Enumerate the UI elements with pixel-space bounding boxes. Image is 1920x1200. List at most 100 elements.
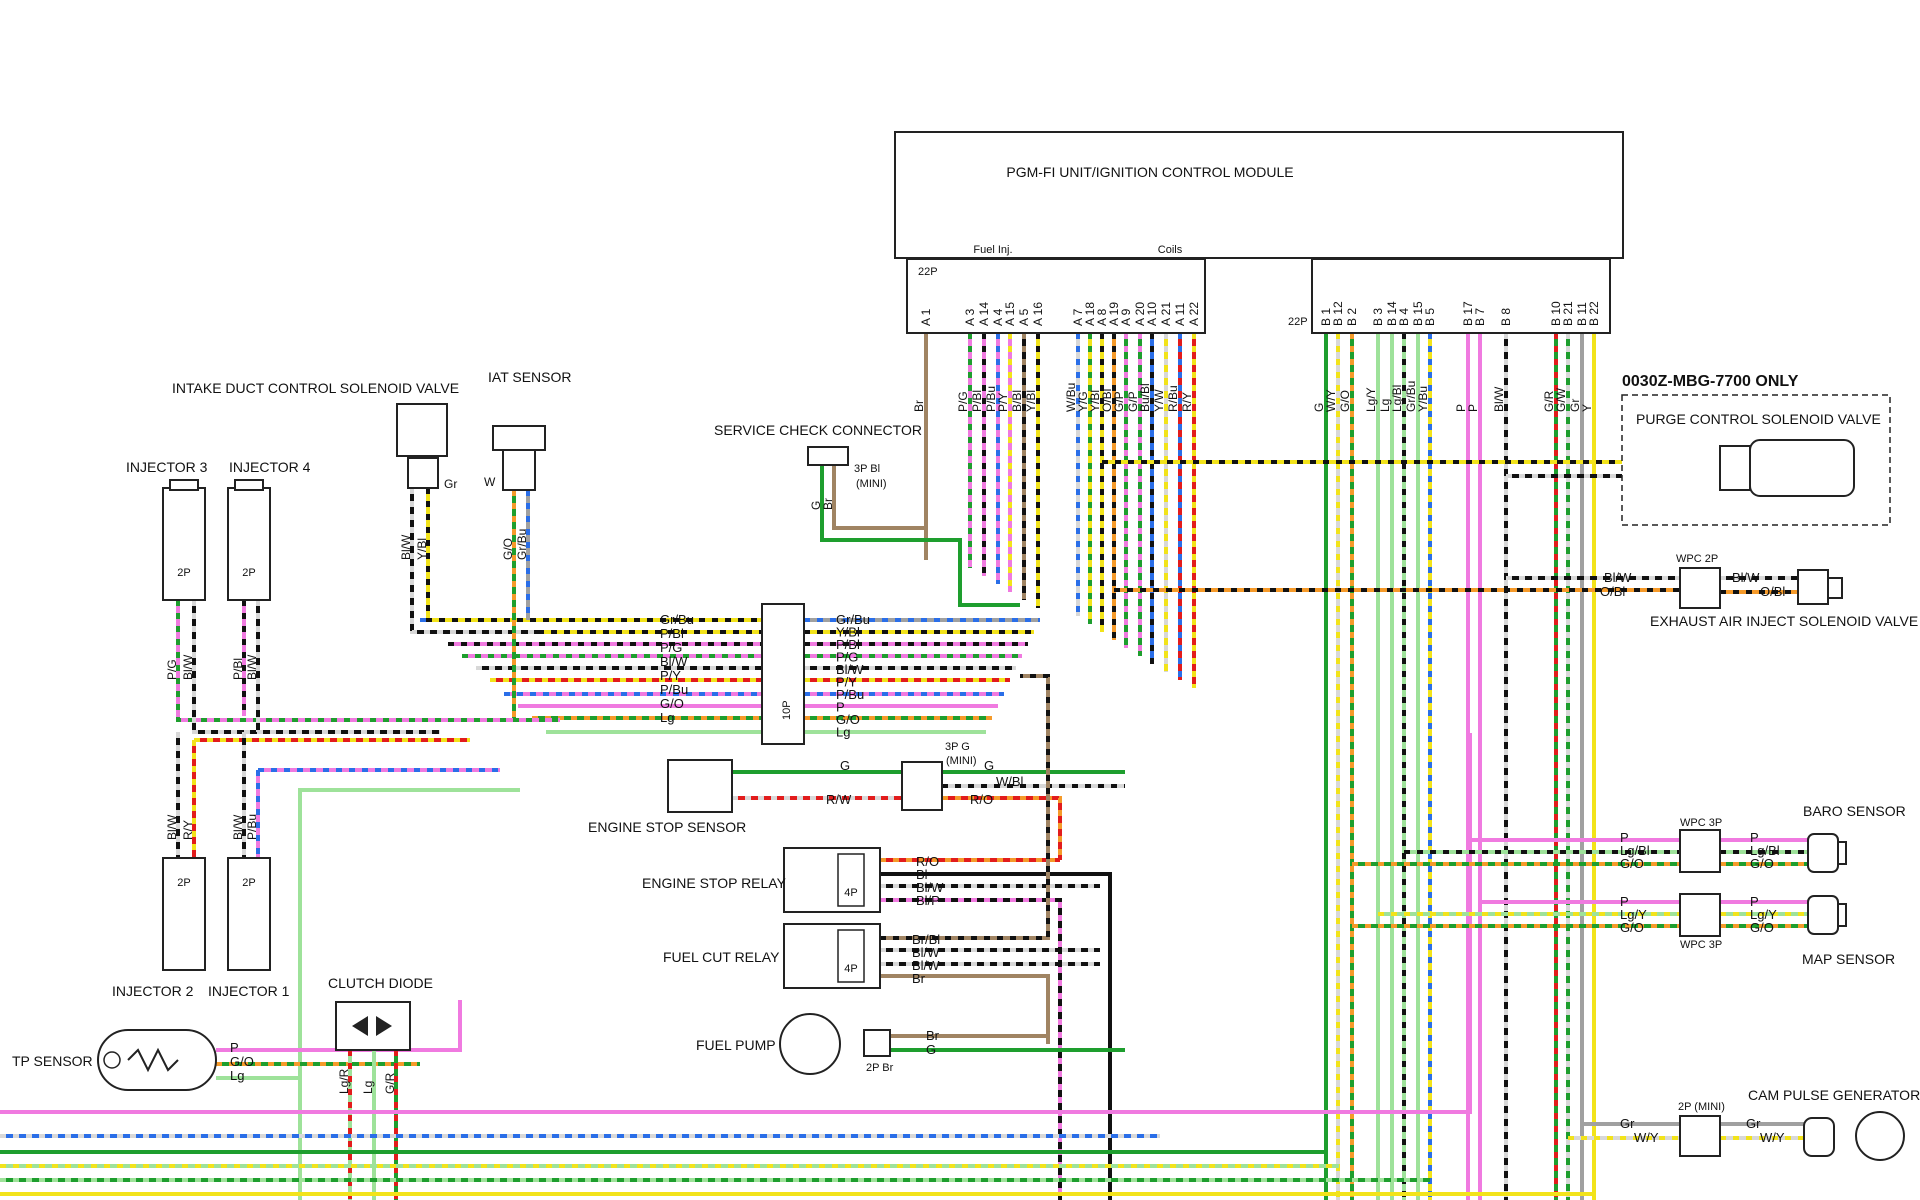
ecm-pin-a: A 11 <box>1173 303 1187 326</box>
bus-right-code: Bl/W <box>836 662 864 677</box>
inj1-wire <box>256 768 500 858</box>
engine-stop-relay: 4P <box>783 847 881 913</box>
ecm-pin-b: B 11 <box>1575 302 1589 326</box>
ecm-pin-a: A 20 <box>1133 302 1147 326</box>
ecm-pin-a: A 14 <box>977 302 991 326</box>
ecm-pin-a: A 9 <box>1119 308 1133 326</box>
purge-valve-label: PURGE CONTROL SOLENOID VALVE <box>1636 411 1881 427</box>
clutch-code: Lg <box>361 1081 375 1094</box>
ecm-a-wire-code: P/Bl <box>970 390 984 412</box>
cam-code: W/Y <box>1760 1130 1785 1145</box>
baro-sensor-label: BARO SENSOR <box>1803 803 1906 819</box>
ecm-pin-b: B 5 <box>1423 308 1437 326</box>
ecm-a-wire-code: G/P <box>1126 391 1140 412</box>
ecm-b-wire-code: P <box>1466 404 1480 412</box>
svc-code: Br <box>821 498 835 510</box>
map-code: Lg/Y <box>1750 907 1777 922</box>
ecm-pin-a: A 22 <box>1187 302 1201 326</box>
ecm-a-wire-code: P/G <box>956 391 970 412</box>
cam-code: Gr <box>1620 1116 1635 1131</box>
ecm-pin-a: A 1 <box>919 308 933 326</box>
baro-code: Lg/Bl <box>1750 843 1780 858</box>
ecm-b-wire-code: G/O <box>1338 390 1352 412</box>
injector-4-conn: 2P <box>242 567 255 579</box>
map-code: Lg/Y <box>1620 907 1647 922</box>
svc-wire <box>832 465 926 530</box>
ecm-b-wire-code: W/Y <box>1324 389 1338 412</box>
junction-10p: 10P <box>761 603 805 745</box>
pump-code: Br <box>926 1028 940 1043</box>
cam-code: Gr <box>1746 1116 1761 1131</box>
fuel-pump-conn: 2P Br <box>866 1062 894 1074</box>
ecm-pin-a: A 5 <box>1017 308 1031 326</box>
ecm-b-wire-code: Lg/Y <box>1364 387 1378 412</box>
relay-wire <box>880 674 1050 940</box>
injector-4: 2P <box>227 479 271 601</box>
bus-left-code: G/O <box>660 696 684 711</box>
ecm-a-wire-code: Br <box>912 400 926 412</box>
cam-pulse-generator: 2P (MINI) <box>1678 1101 1905 1161</box>
iat-code: Gr/Bu <box>515 529 529 560</box>
stop-3p-connector: 3P G (MINI) <box>901 741 977 811</box>
ecm-a-wire-code: P/Y <box>996 393 1010 412</box>
inj-bot-code: R/Y <box>181 820 195 840</box>
injector-3: 2P <box>162 479 206 601</box>
wpc3p-b-label: WPC 3P <box>1680 939 1722 951</box>
clutch-code: Lg/R <box>337 1068 351 1094</box>
ecm-connector-b <box>1311 258 1611 334</box>
service-check-connector: 3P Bl (MINI) <box>807 446 887 490</box>
ecm-a-wire-code: B/Bl <box>1010 390 1024 412</box>
inj3-wire <box>192 600 440 734</box>
iat-sensor <box>492 425 546 491</box>
relay-wire <box>880 974 1050 1044</box>
inj-top-code: P/Bl <box>231 658 245 680</box>
ecm-unit: PGM-FI UNIT/IGNITION CONTROL MODULE Fuel… <box>894 131 1624 334</box>
harness-bottom <box>0 733 1472 1114</box>
bus-left-code: P/Bu <box>660 682 688 697</box>
bus-right-code: P/G <box>836 650 858 665</box>
inj3-wire <box>176 600 560 722</box>
ecm-b-wire-code: Lg/Bl <box>1390 385 1404 412</box>
ecm-pin-b: B 4 <box>1397 308 1411 326</box>
ecm-pin-b: B 1 <box>1319 308 1333 326</box>
bus-right-code: P/Bu <box>836 687 864 702</box>
ecm-pin-a: A 7 <box>1071 308 1085 326</box>
tp-sensor-label: TP SENSOR <box>12 1053 93 1069</box>
intake-code: Bl/W <box>399 534 413 560</box>
inj-bot-code: P/Bu <box>245 814 259 840</box>
inj-top-code: Bl/W <box>245 654 259 680</box>
stop-sensor-code: R/O <box>970 792 993 807</box>
stop-sensor-code: W/Bl <box>996 774 1024 789</box>
ecm-b-wire-code: Y <box>1580 404 1594 412</box>
ecm-b-wire-code: Gr <box>1568 399 1582 412</box>
exhaust-valve-label: EXHAUST AIR INJECT SOLENOID VALVE <box>1650 613 1918 629</box>
bus-right-code: Gr/Bu <box>836 612 870 627</box>
map-code: G/O <box>1750 920 1774 935</box>
fuel-pump: 2P Br <box>779 1013 894 1075</box>
only-note-label: 0030Z-MBG-7700 ONLY <box>1622 373 1799 390</box>
stop-sensor-wire <box>942 796 1062 860</box>
ecm-a-wire-code: G/P <box>1112 391 1126 412</box>
ecm-a-wire-code: R/Bu <box>1166 385 1180 412</box>
ecm-pin-b: B 10 <box>1549 301 1563 326</box>
connector-b-size: 22P <box>1288 316 1308 328</box>
intake-valve-label: INTAKE DUCT CONTROL SOLENOID VALVE <box>172 380 459 396</box>
intake-solenoid-valve <box>396 403 448 489</box>
junction-10p-label: 10P <box>781 700 793 720</box>
ecm-pin-b: B 3 <box>1371 308 1385 326</box>
cam-2p-label: 2P (MINI) <box>1678 1101 1725 1113</box>
ecm-pin-b: B 8 <box>1499 308 1513 326</box>
bus-right-code: P/Bl <box>836 637 860 652</box>
bus-right-code: Lg <box>836 725 850 740</box>
inj-top-code: P/G <box>165 659 179 680</box>
fuel-cut-code: Br/Bl <box>912 932 940 947</box>
cam-pulse-label: CAM PULSE GENERATOR <box>1748 1087 1920 1103</box>
svc-wire <box>820 465 1020 607</box>
ecm-pin-a: A 18 <box>1083 302 1097 326</box>
injector-1-label: INJECTOR 1 <box>208 983 290 999</box>
ecm-a-wire-code: W/Bu <box>1064 383 1078 412</box>
ecm-pin-a: A 15 <box>1003 302 1017 326</box>
exhaust-air-valve: WPC 2P <box>1676 553 1843 609</box>
bus-left-code: P/G <box>660 640 682 655</box>
